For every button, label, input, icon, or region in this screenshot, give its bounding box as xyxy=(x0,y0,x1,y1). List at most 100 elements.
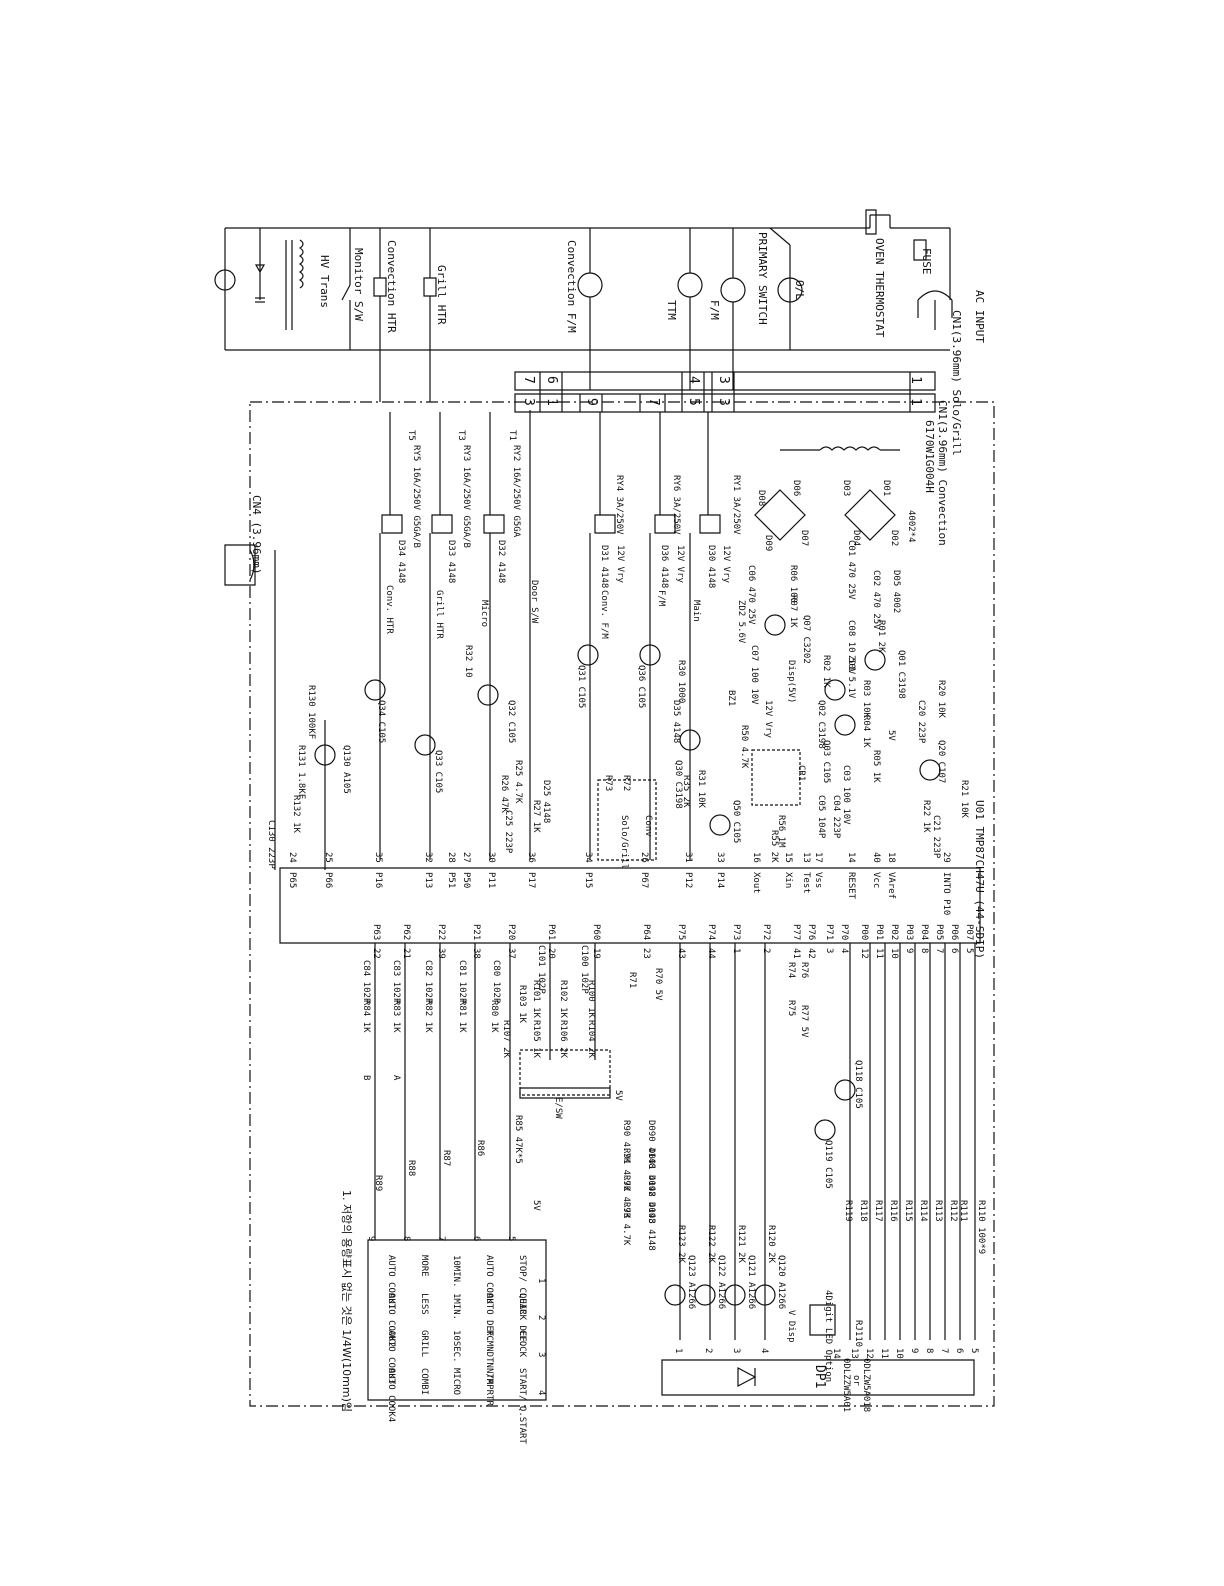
psu-label: R21 10K xyxy=(959,780,969,818)
key-label: MICRO xyxy=(451,1368,461,1396)
right-label: R77 5V xyxy=(799,1005,809,1038)
keypad-col-num: 3 xyxy=(536,1352,546,1358)
mcu-pin-left-name: P50 xyxy=(461,872,471,889)
right-label: R76 xyxy=(799,962,809,979)
psu-label: C20 223P xyxy=(916,700,926,744)
display-pin: 1 xyxy=(673,1348,683,1354)
right-label: 5V xyxy=(531,1200,541,1211)
mcu-pin-left-name: Test xyxy=(801,872,811,894)
transistor-q120 xyxy=(755,1285,775,1305)
mcu-pin-right: 11 xyxy=(874,948,884,959)
right-label: R107 2K xyxy=(501,1020,511,1058)
psu-label: D05 4002 xyxy=(891,570,901,614)
driver-label: R26 47K xyxy=(499,775,509,813)
mcu-pin-right-name: P02 xyxy=(889,924,899,941)
bridge-rectifier-1 xyxy=(845,490,895,540)
cn4-connector xyxy=(225,545,255,585)
psu-label: Q07 C3202 xyxy=(801,615,811,664)
driver-label: R72 xyxy=(621,775,631,792)
display-pin: 8 xyxy=(924,1348,934,1354)
mcu-pin-right: 22 xyxy=(371,948,381,959)
crystal-cr1-box xyxy=(752,750,800,805)
mcu-pin-right-name: P21 xyxy=(471,924,481,941)
label-convection-fm: Convection F/M xyxy=(565,240,578,333)
right-label: R106 2K xyxy=(558,1020,568,1058)
psu-label: 5V xyxy=(886,730,896,741)
right-label: R116 xyxy=(888,1200,898,1222)
grill-heater-symbol xyxy=(424,228,436,402)
right-label: R87 xyxy=(441,1150,451,1167)
mcu-pin-left-name: VAref xyxy=(886,872,896,900)
convection-heater-symbol xyxy=(374,228,386,402)
mcu-pin-left: 36 xyxy=(526,852,536,863)
display-part-2: 0DLZZW5A01 xyxy=(841,1358,851,1413)
mcu-pin-left-name: P16 xyxy=(373,872,383,889)
transistor-q33 xyxy=(415,735,435,755)
label-primary-switch: PRIMARY SWITCH xyxy=(756,232,769,325)
mcu-pin-left: 24 xyxy=(287,852,297,863)
key-label: CLOCK xyxy=(517,1330,527,1358)
relay-ry2 xyxy=(484,515,504,533)
ol-motor xyxy=(778,278,802,302)
label-part-number: 6170W1G004H xyxy=(923,420,936,493)
relay-ry5-label: RY5 16A/250V G5GA/B xyxy=(411,445,421,548)
right-label: R86 xyxy=(475,1140,485,1157)
driver-label: R130 100KF xyxy=(306,685,316,740)
transistor-q31 xyxy=(578,645,598,665)
power-transformer xyxy=(820,447,880,450)
psu-label: D09 xyxy=(763,535,773,552)
mcu-pin-right: 20 xyxy=(546,948,556,959)
relay-ry4-func: Conv. F/M xyxy=(599,590,609,639)
psu-label: R07 1K xyxy=(788,595,798,628)
psu-label: D02 xyxy=(889,530,899,547)
right-label: R84 1K xyxy=(361,1000,371,1033)
psu-label: R02 1K xyxy=(821,655,831,688)
pcb-outline xyxy=(250,402,994,1406)
mcu-pin-left-name: P13 xyxy=(423,872,433,889)
mcu-pin-left-name: INTO P10 xyxy=(941,872,951,916)
display-ref: DP1 xyxy=(812,1365,827,1389)
mcu-pin-right-name: P00 xyxy=(859,924,869,941)
mcu-pin-right-name: P07 xyxy=(964,924,974,941)
transistor-q02 xyxy=(825,680,845,700)
mcu-pin-right: 39 xyxy=(436,948,446,959)
schematic-note: 1. 저항의 용량표시 없는 것은 1/4W(10mm)임 xyxy=(340,1190,353,1413)
display-pin: 12 xyxy=(864,1348,874,1359)
display-pin: 13 xyxy=(849,1348,859,1359)
right-label: R80 1K xyxy=(489,1000,499,1033)
mcu-pin-right-name: P76 xyxy=(806,924,816,941)
right-label: C81 102P xyxy=(457,960,467,1004)
mcu-pin-left-name: P11 xyxy=(486,872,496,889)
transistor-q119 xyxy=(815,1120,835,1140)
keypad-row-num: 7 xyxy=(436,1236,446,1242)
right-label: R74 xyxy=(786,962,796,979)
driver-label: Q33 C105 xyxy=(433,750,443,794)
fuse-symbol xyxy=(914,240,926,260)
key-label: 10MIN. xyxy=(451,1255,461,1288)
right-label: R89 xyxy=(373,1175,383,1192)
psu-label: Q20 C107 xyxy=(936,740,946,784)
driver-label: C25 223P xyxy=(503,810,513,854)
transistor-q122 xyxy=(695,1285,715,1305)
psu-label: R05 1K xyxy=(871,750,881,783)
psu-label: D01 xyxy=(881,480,891,497)
oven-thermostat-symbol xyxy=(866,210,876,234)
transistor-q20 xyxy=(920,760,940,780)
driver-label: Solo/Grill xyxy=(619,815,629,870)
mcu-ref-label: U01 TMP87CH47U (44-SDIP) xyxy=(973,800,986,959)
display-diode-symbol xyxy=(738,1368,755,1386)
mcu-pin-left-name: P12 xyxy=(683,872,693,889)
transistor-q32 xyxy=(478,685,498,705)
right-label: R81 1K xyxy=(457,1000,467,1033)
driver-label: R35 2K xyxy=(681,775,691,808)
right-label: R75 xyxy=(786,1000,796,1017)
pin-num: 7 xyxy=(646,398,661,406)
key-label: AUTO COOK4 xyxy=(386,1368,396,1423)
label-monitor-sw: Monitor S/W xyxy=(352,248,365,321)
relay-ry6 xyxy=(655,515,675,533)
display-pin: 9 xyxy=(909,1348,919,1354)
magnetron-symbol xyxy=(215,270,235,290)
psu-label: R55 2K xyxy=(769,830,779,863)
mcu-pin-left: 34 xyxy=(583,852,593,863)
transistor-q123 xyxy=(665,1285,685,1305)
